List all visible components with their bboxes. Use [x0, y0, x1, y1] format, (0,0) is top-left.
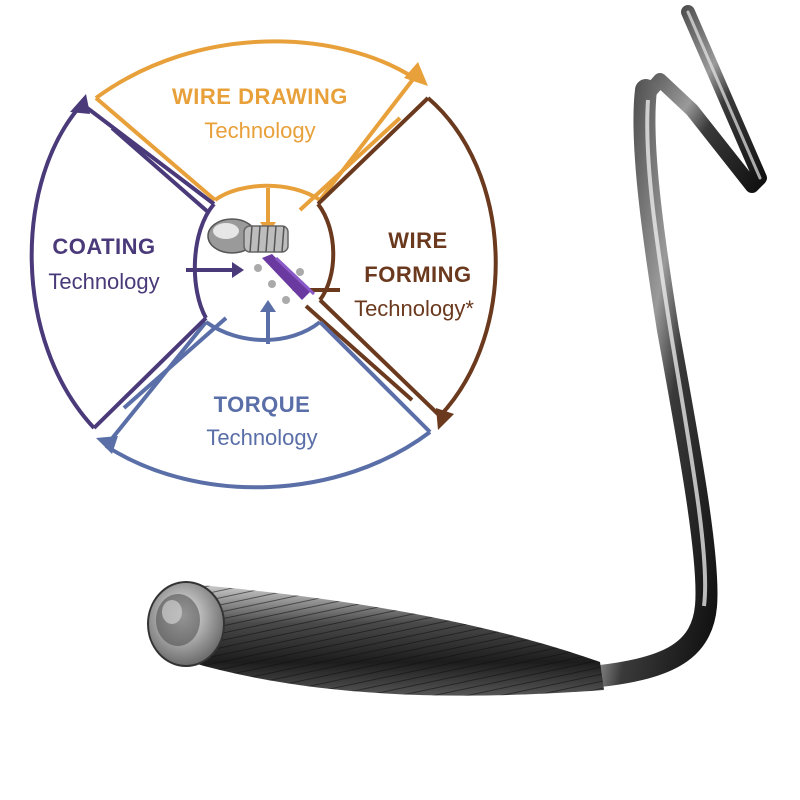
guidewire-shaft — [589, 79, 718, 687]
arrowhead-coating — [70, 94, 90, 114]
torque-title: TORQUE — [214, 392, 311, 417]
segment-wire-drawing — [94, 39, 428, 234]
guidewire-illustration — [147, 5, 767, 696]
arrowhead-torque — [96, 436, 118, 454]
guidewire-tip-cutaway-icon — [207, 218, 316, 304]
wire-drawing-subtitle: Technology — [204, 118, 315, 143]
guidewire-proximal-segment — [639, 5, 767, 193]
coating-subtitle: Technology — [48, 269, 159, 294]
arrowhead-wire-forming — [436, 408, 454, 430]
segment-coating — [29, 94, 244, 430]
wire-forming-subtitle: Technology* — [354, 296, 474, 321]
coating-title: COATING — [52, 234, 155, 259]
wire-forming-title-line1: WIRE — [388, 228, 447, 253]
technology-ring — [29, 39, 498, 490]
segment-torque — [96, 300, 432, 490]
wire-drawing-title: WIRE DRAWING — [172, 84, 348, 109]
wire-forming-title-line2: FORMING — [364, 262, 471, 287]
arrowhead-wire-drawing — [404, 62, 428, 86]
torque-subtitle: Technology — [206, 425, 317, 450]
